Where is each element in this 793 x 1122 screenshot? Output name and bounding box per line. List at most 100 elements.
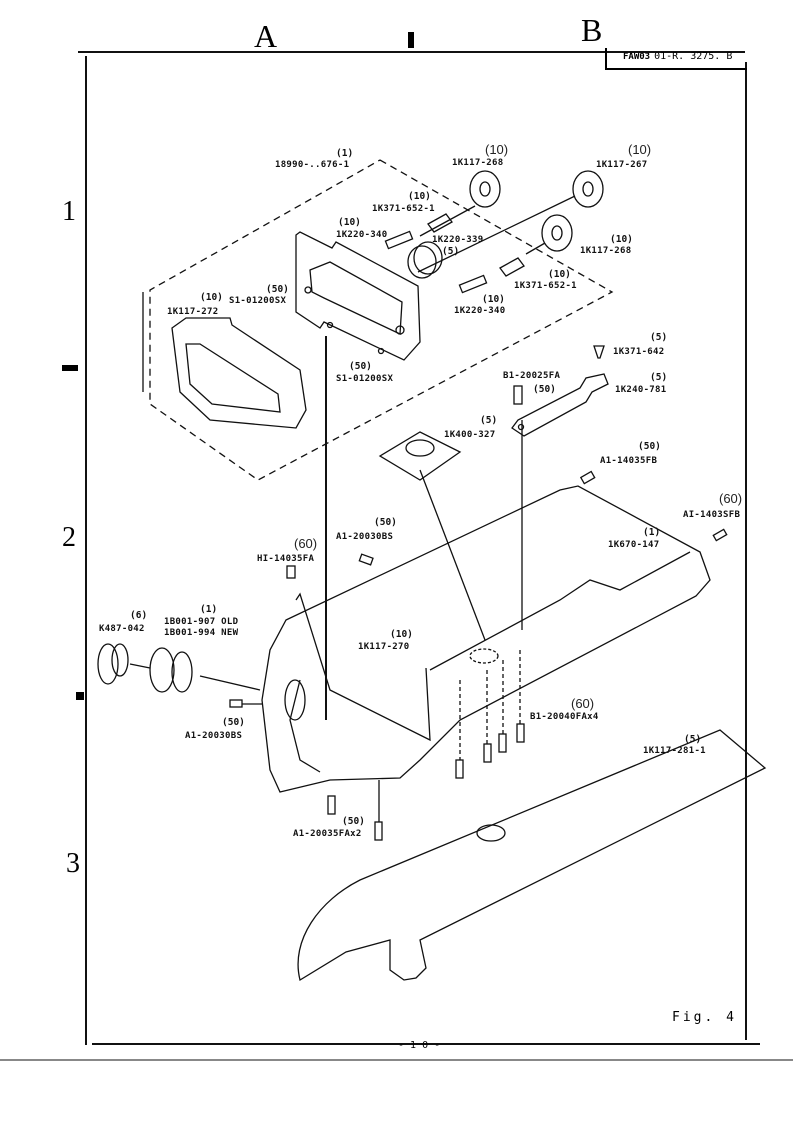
part-qty: (50): [342, 816, 365, 827]
part-qty: (60): [719, 491, 743, 506]
column-marker-b: B: [581, 12, 603, 48]
part-label: B1-20040FAx4: [530, 712, 599, 722]
screw-b1-20040fa-2: [483, 743, 492, 763]
screw-b1-20025fa: [513, 385, 523, 405]
part-qty: (10): [338, 217, 361, 228]
screw-a1-20030bs-top: [358, 553, 374, 566]
cover-plate-hole: [476, 824, 506, 842]
screw-hi-14035fa: [286, 565, 296, 579]
part-label: S1-01200SX: [336, 374, 394, 384]
document-id: 01-R. 3275. B: [654, 51, 733, 62]
row-marker-3: 3: [66, 848, 80, 879]
part-qty: (1): [643, 527, 661, 538]
bushing: [149, 647, 175, 693]
seal-ring-3: [541, 214, 573, 252]
row-marker-1: 1: [62, 196, 76, 227]
part-label: 1B001-907 OLD: [164, 617, 239, 627]
coupling-nut: [97, 643, 119, 685]
part-label: A1-20030BS: [185, 731, 243, 741]
part-label: 18990-..676-1: [275, 160, 350, 170]
part-label: A1-20035FAx2: [293, 829, 362, 839]
screw-b1-20040fa-4: [516, 723, 525, 743]
main-housing: [261, 485, 711, 793]
part-qty: (50): [638, 441, 661, 452]
lever-bracket: [511, 373, 609, 437]
part-qty: (10): [548, 269, 571, 280]
part-label: K487-042: [99, 624, 145, 634]
part-qty: (10): [390, 629, 413, 640]
part-label: 1B001-994 NEW: [164, 628, 239, 638]
spring-upper: [384, 230, 414, 250]
part-qty: (6): [130, 610, 148, 621]
figure-label: Fig. 4: [672, 1010, 737, 1025]
part-qty: (10): [408, 191, 431, 202]
screw-1k371-642: [593, 345, 605, 359]
part-qty: (10): [485, 142, 509, 157]
part-qty: (1): [200, 604, 218, 615]
page-number: - 1 0 -: [398, 1040, 441, 1051]
screw-a1-20035fa-1: [327, 795, 336, 815]
part-label: 1K670-147: [608, 540, 660, 550]
part-label: 1K240-781: [615, 385, 667, 395]
group-boundary-dashed: [149, 159, 614, 481]
part-label: 1K220-340: [336, 230, 388, 240]
part-qty: (10): [200, 292, 223, 303]
large-spring: [407, 245, 437, 279]
part-qty: (5): [650, 372, 668, 383]
row-marker-2: 2: [62, 522, 76, 553]
column-marker-a: A: [254, 18, 278, 54]
part-label: 1K117-268: [580, 246, 632, 256]
part-qty: (50): [533, 384, 556, 395]
part-qty: (10): [628, 142, 652, 157]
part-label: 1K220-339: [432, 235, 484, 245]
document-id-prefix: FAW03: [623, 52, 651, 62]
part-qty: (50): [374, 517, 397, 528]
part-qty: (10): [482, 294, 505, 305]
part-qty: (60): [294, 536, 318, 551]
part-label: 1K220-340: [454, 306, 506, 316]
part-qty: (50): [222, 717, 245, 728]
part-qty: (1): [336, 148, 354, 159]
part-label: 1K117-267: [596, 160, 648, 170]
part-label: 1K117-268: [452, 158, 504, 168]
part-label: 1K117-281-1: [643, 746, 706, 756]
part-label: B1-20025FA: [503, 371, 561, 381]
grid-tick-top: [408, 32, 414, 48]
part-label: HI-14035FA: [257, 554, 315, 564]
part-label: A1-14035FB: [600, 456, 658, 466]
part-qty: (5): [442, 246, 460, 257]
part-qty: (60): [571, 696, 595, 711]
screw-b1-20040fa-3: [498, 733, 507, 753]
housing-port: [284, 679, 306, 721]
rubber-pad: [171, 317, 307, 429]
part-label: 1K371-642: [613, 347, 665, 357]
grid-tick-left-2: [76, 692, 84, 700]
part-label: S1-01200SX: [229, 296, 287, 306]
part-qty: (5): [480, 415, 498, 426]
part-label: 1K117-272: [167, 307, 219, 317]
screw-a1-20035fa-2: [374, 821, 383, 841]
diaphragm-valve: [378, 431, 462, 481]
part-qty: (5): [684, 734, 702, 745]
part-label: 1K371-652-1: [514, 281, 577, 291]
part-qty: (5): [650, 332, 668, 343]
part-label: 1K117-270: [358, 642, 410, 652]
spring-lower: [458, 274, 488, 294]
screw-b1-20040fa-1: [455, 759, 464, 779]
seal-ring-1: [469, 170, 501, 208]
part-label: AI-1403SFB: [683, 510, 741, 520]
part-qty: (50): [349, 361, 372, 372]
part-qty: (50): [266, 284, 289, 295]
valve-plate: [295, 231, 421, 361]
part-label: A1-20030BS: [336, 532, 394, 542]
seal-ring-2: [572, 170, 604, 208]
screw-a1-20030bs-side: [229, 699, 243, 708]
cover-plate: [297, 729, 767, 982]
part-label: 1K400-327: [444, 430, 496, 440]
part-qty: (10): [610, 234, 633, 245]
screw-a1-14035fb: [579, 470, 596, 485]
grid-tick-left-1: [62, 365, 78, 371]
part-label: 1K371-652-1: [372, 204, 435, 214]
